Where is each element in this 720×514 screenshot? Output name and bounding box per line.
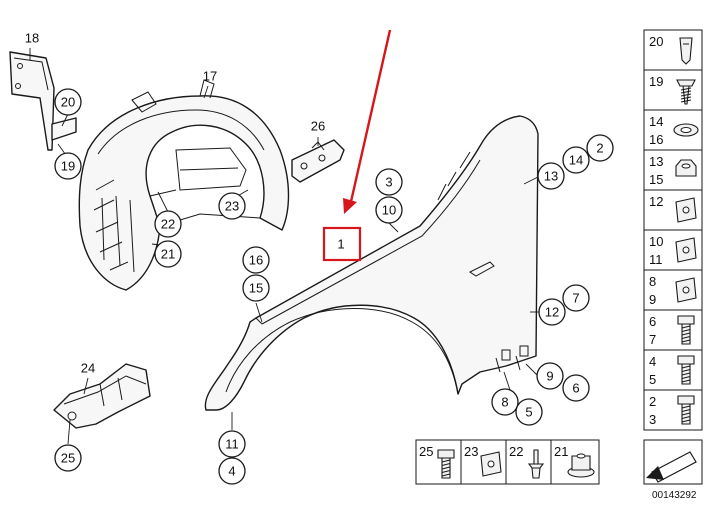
legend-label: 22: [509, 444, 523, 459]
legend-label: 19: [649, 74, 663, 89]
document-number: 00143292: [652, 490, 697, 501]
legend-label: 13: [649, 154, 663, 169]
legend-label: 12: [649, 194, 663, 209]
legend-label: 25: [419, 444, 433, 459]
legend-label: 11: [649, 252, 663, 267]
legend-bottom-row: 25 23 22 21: [415, 439, 600, 485]
screw-icon: [676, 79, 696, 105]
front-fender-part-1: [204, 115, 539, 411]
clip-nut-icon: [480, 451, 502, 477]
callout-16: 16: [249, 253, 263, 268]
clip-nut-icon: [675, 277, 697, 303]
legend-label: 14: [649, 114, 663, 129]
legend-cell: 23: [460, 439, 507, 485]
callout-6: 6: [572, 381, 579, 396]
callout-1: 1: [337, 237, 344, 252]
legend-cell: 45: [643, 349, 703, 391]
legend-cell: 19: [643, 69, 703, 111]
legend-cell: 89: [643, 269, 703, 311]
bolt-icon: [437, 449, 455, 479]
callout-25: 25: [61, 451, 75, 466]
callout-17: 17: [203, 69, 217, 84]
legend-label: 15: [649, 172, 663, 187]
bracket-part-18: [9, 51, 77, 151]
clip-icon: [679, 37, 693, 65]
callout-8: 8: [501, 395, 508, 410]
legend-label: 6: [649, 314, 656, 329]
flange-nut-icon: [567, 453, 595, 478]
legend-cell: 25: [415, 439, 462, 485]
callout-4: 4: [228, 464, 235, 479]
callout-5: 5: [525, 405, 532, 420]
callout-23: 23: [225, 199, 239, 214]
callout-18: 18: [25, 31, 39, 46]
callout-20: 20: [61, 95, 75, 110]
highlight-arrow: [343, 29, 392, 214]
legend-cell: 21: [550, 439, 600, 485]
callout-21: 21: [161, 247, 175, 262]
legend-label: 4: [649, 354, 656, 369]
callout-26: 26: [311, 119, 325, 134]
legend-label: 10: [649, 234, 663, 249]
legend-cell: 20: [643, 29, 703, 71]
bracket-part-24: [53, 363, 151, 429]
bolt-icon: [677, 315, 695, 345]
legend-label: 7: [649, 332, 656, 347]
callout-22: 22: [161, 217, 175, 232]
legend-label: 3: [649, 412, 656, 427]
callout-12: 12: [545, 305, 559, 320]
callout-10: 10: [382, 203, 396, 218]
rivet-icon: [527, 449, 545, 479]
callout-13: 13: [544, 169, 558, 184]
legend-cell: 22: [505, 439, 552, 485]
callouts: 18 20 19 17 22 21 23 26 3 10 16 15 14 2 …: [25, 31, 614, 485]
bracket-part-26: [291, 139, 345, 183]
callout-2: 2: [596, 141, 603, 156]
callout-14: 14: [569, 153, 583, 168]
legend-cell: 67: [643, 309, 703, 351]
legend-label: 8: [649, 274, 656, 289]
legend-label: 16: [649, 132, 663, 147]
hex-nut-icon: [675, 159, 697, 177]
highlight-box: [322, 226, 362, 262]
callout-3: 3: [385, 175, 392, 190]
callout-7: 7: [572, 291, 579, 306]
legend-label: 23: [464, 444, 478, 459]
clip-nut-icon: [675, 197, 697, 223]
legend-cell: 23: [643, 389, 703, 431]
callout-15: 15: [249, 281, 263, 296]
bolt-icon: [677, 395, 695, 425]
clip-nut-icon: [675, 237, 697, 263]
callout-9: 9: [546, 369, 553, 384]
legend-cell: 12: [643, 189, 703, 231]
washer-icon: [673, 123, 699, 137]
legend-arrow-cell: [643, 439, 703, 485]
legend-label: 20: [649, 34, 663, 49]
bolt-icon: [677, 355, 695, 385]
legend-label: 21: [554, 444, 568, 459]
callout-19: 19: [61, 159, 75, 174]
callout-24: 24: [81, 361, 95, 376]
legend-label: 9: [649, 292, 656, 307]
wheel-arch-liner-part-17: [78, 79, 290, 291]
callout-11: 11: [225, 437, 239, 452]
legend-label: 2: [649, 394, 656, 409]
legend-label: 5: [649, 372, 656, 387]
